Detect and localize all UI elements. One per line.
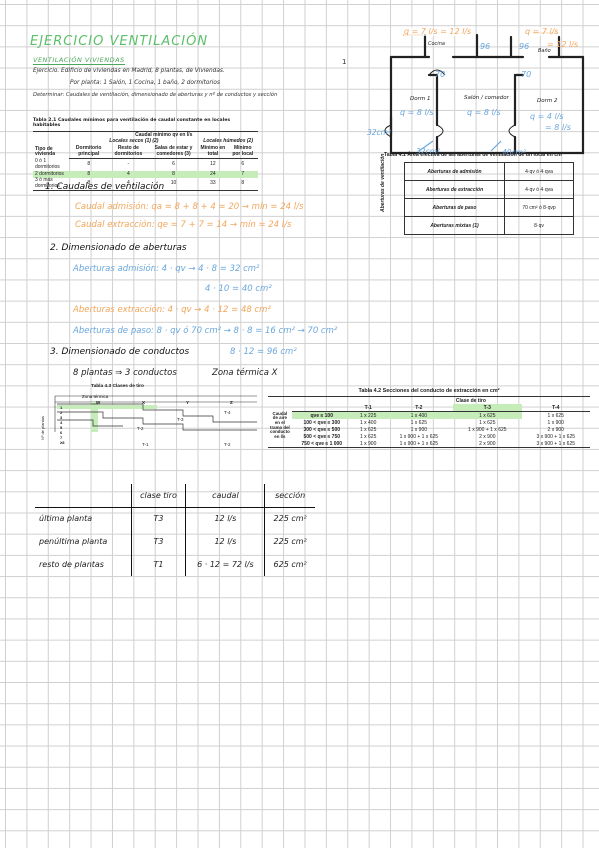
plan-label: q = 7 l/s = 12 l/s <box>404 27 472 36</box>
table-row: Aberturas mixtas (1)8·qv <box>404 216 574 235</box>
table-4-1-caption: Tabla 4.1 Área efectiva de las aberturas… <box>384 152 564 158</box>
heading-caudales: 1. Caudales de ventilación <box>45 182 165 192</box>
plan-label: q = 8 l/s <box>400 108 434 117</box>
tiro-class: T-2 <box>224 442 231 447</box>
col-clase-tiro: Clase de tiro <box>351 396 590 404</box>
col-resto: Resto de dormitorios <box>107 145 149 159</box>
line-conductos: 8 plantas ⇒ 3 conductos <box>73 368 177 378</box>
line-zona-termica: Zona térmica X <box>212 368 278 378</box>
page-title: EJERCICIO VENTILACIÓN <box>30 34 209 49</box>
col-locales-humedos: Locales húmedos (2) <box>203 138 253 145</box>
col-caudal: caudal <box>185 484 265 508</box>
table-4-2-side: Caudal de aire en el tramo del conducto … <box>268 404 292 448</box>
summary-table: clase tiro caudal sección última planta … <box>35 484 315 576</box>
plan-label: 40cm² <box>502 148 526 157</box>
plan-label: q = 4 l/s <box>530 112 564 121</box>
plan-label: q = 7 l/s <box>525 27 559 36</box>
plan-label: = 12 l/s <box>547 40 579 49</box>
table-4-1-side-label: Aberturas de ventilación <box>380 153 386 212</box>
table-4-3-zona: Zona térmica <box>82 394 109 399</box>
plan-label: 32cm² <box>367 128 391 137</box>
col-y: Y <box>186 400 190 405</box>
table-2-1-caption: Tabla 2.1 Caudales mínimos para ventilac… <box>33 118 231 128</box>
page-number: 1 <box>342 58 347 66</box>
line-aberturas-paso: Aberturas de paso: 8 · qv ó 70 cm² → 8 ·… <box>73 326 338 336</box>
table-row: penúltima planta T3 12 l/s 225 cm² <box>35 530 315 553</box>
table-4-3-rows: 1 2 3 4 5 6 7 ≥8 <box>60 405 65 445</box>
statement-line-1: Ejercicio. Edificio de viviendas en Madr… <box>33 68 225 74</box>
plan-label: q = 8 l/s <box>467 108 501 117</box>
heading-conductos: 3. Dimensionado de conductos <box>50 347 190 357</box>
col-z: Z <box>230 400 233 405</box>
table-row: 750 < qve ≤ 1 000 1 x 900 1 x 900 + 1 x … <box>268 440 590 448</box>
col-locales-secos: Locales secos (1) (2) <box>109 138 159 145</box>
section-subtitle: VENTILACIÓN VIVIENDAS <box>33 56 125 65</box>
tiro-class: T-3 <box>177 417 184 422</box>
col-x: X <box>142 400 146 405</box>
col-min-local: Mínimo por local <box>227 145 258 159</box>
col-t4: T-4 <box>521 404 590 412</box>
summary-header-row: clase tiro caudal sección <box>35 484 315 508</box>
line-aberturas-extraccion: Aberturas extracción: 4 · qv → 4 · 12 = … <box>73 305 271 315</box>
col-clase-tiro: clase tiro <box>130 484 186 508</box>
statement-line-2: Por planta: 1 Salón, 1 Cocina, 1 baño, 2… <box>70 80 220 86</box>
col-dormitorio: Dormitorio principal <box>69 145 108 159</box>
room-label-cocina: Cocina <box>428 41 445 47</box>
plan-label: = 8 l/s <box>545 123 571 132</box>
col-t1: T-1 <box>351 404 385 412</box>
line-caudal-extraccion: Caudal extracción: qe = 7 + 7 = 14 → mín… <box>75 220 292 230</box>
floor-plan-drawing <box>384 32 585 155</box>
table-row: resto de plantas T1 6 · 12 = 72 l/s 625 … <box>35 553 315 576</box>
plan-label: 96 <box>519 42 530 51</box>
table-row: última planta T3 12 l/s 225 cm² <box>35 507 315 530</box>
heading-aberturas: 2. Dimensionado de aberturas <box>50 243 187 253</box>
table-row: 100 < qve ≤ 300 1 x 400 1 x 625 1 x 625 … <box>303 419 564 426</box>
room-label-bano: Baño <box>538 48 551 54</box>
col-t3: T-3 <box>453 404 522 412</box>
tiro-class: T-1 <box>142 442 149 447</box>
tiro-class: T-4 <box>224 410 231 415</box>
line-aberturas-admision-2: 4 · 10 = 40 cm² <box>205 284 272 294</box>
table-4-1: Tabla 4.1 Área efectiva de las aberturas… <box>384 152 588 235</box>
table-4-3-graphic <box>54 395 257 432</box>
col-tipo-vivienda: Tipo de vivienda <box>33 131 70 159</box>
tiro-class: T-2 <box>137 426 144 431</box>
table-2-1: Tabla 2.1 Caudales mínimos para ventilac… <box>33 118 258 192</box>
table-row: 500 < qve ≤ 750 1 x 625 1 x 900 + 1 x 62… <box>303 433 576 440</box>
table-4-3-side: Nº de plantas <box>40 416 45 440</box>
col-w: W <box>96 400 101 405</box>
room-label-salon: Salón / comedor <box>464 95 509 101</box>
col-caudal-minimo: Caudal mínimo qv en l/s <box>69 130 258 139</box>
room-label-dorm-1: Dorm 1 <box>410 96 431 102</box>
col-min-total: Mínimo en total <box>198 145 228 159</box>
plan-label: 70 <box>435 70 446 79</box>
col-t2: T-2 <box>384 404 454 412</box>
col-salas: Salas de estar y comedores (3) <box>148 145 199 159</box>
line-caudal-admision: Caudal admisión: qa = 8 + 8 + 4 = 20 → m… <box>75 202 304 212</box>
statement-line-3: Determinar: Caudales de ventilación, dim… <box>33 92 278 98</box>
line-aberturas-paso-2: 8 · 12 = 96 cm² <box>230 347 297 357</box>
plan-label: 32cm² <box>416 147 440 156</box>
table-4-3-caption: Tabla 4.3 Clases de tiro <box>91 384 144 389</box>
table-4-3: Tabla 4.3 Clases de tiro <box>33 384 257 430</box>
table-row: 300 < qve ≤ 500 1 x 625 1 x 900 1 x 900 … <box>303 426 564 433</box>
table-4-2: Tabla 4.2 Secciones del conducto de extr… <box>268 388 590 448</box>
line-aberturas-admision: Aberturas admisión: 4 · qv → 4 · 8 = 32 … <box>73 264 260 274</box>
room-label-dorm-2: Dorm 2 <box>537 98 558 104</box>
table-row-highlighted: qve ≤ 100 1 x 225 1 x 400 1 x 625 1 x 62… <box>268 411 590 419</box>
plan-label: 70 <box>521 70 532 79</box>
plan-label: 96 <box>480 42 491 51</box>
table-4-2-caption: Tabla 4.2 Secciones del conducto de extr… <box>358 388 500 394</box>
col-seccion: sección <box>264 484 315 508</box>
